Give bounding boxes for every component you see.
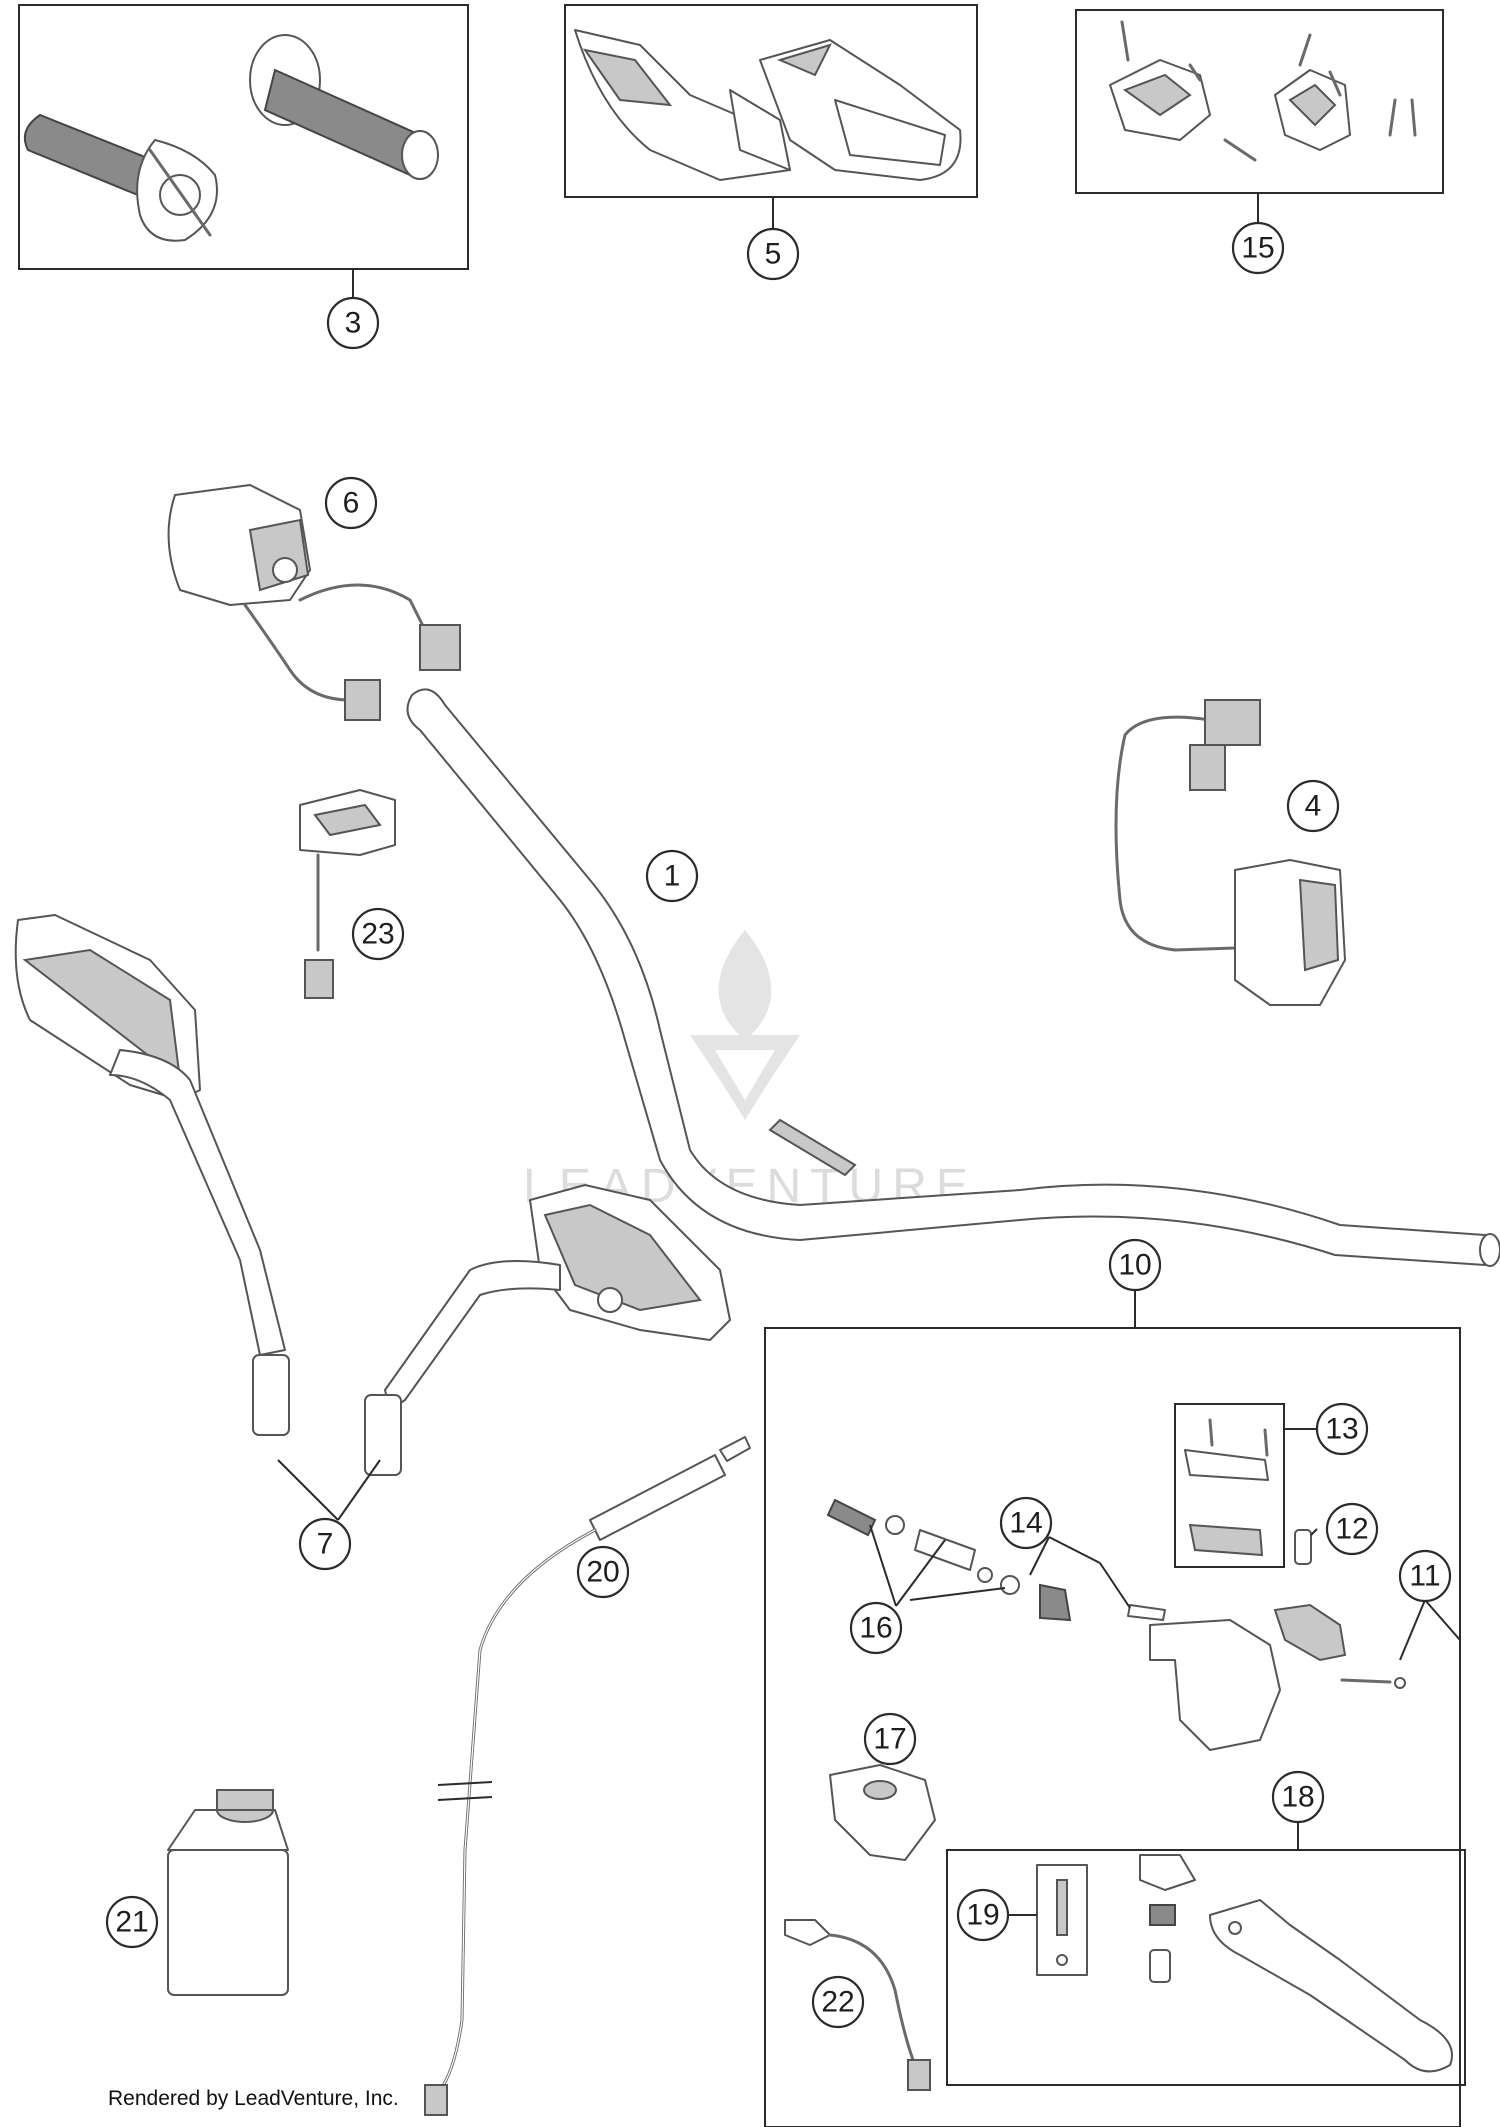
- group-box-brake: [764, 1327, 1466, 2127]
- callout-16: 16: [849, 1601, 903, 1655]
- svg-text:22: 22: [821, 1986, 854, 2019]
- grip-left: [24, 113, 218, 242]
- piston-parts: [826, 1498, 1406, 1751]
- group-box-handguards: [564, 4, 978, 198]
- svg-text:4: 4: [1305, 790, 1322, 823]
- callout-10: 10: [1108, 1238, 1162, 1292]
- cable-20: [424, 1436, 751, 2116]
- watermark: LEADVENTURE: [523, 930, 968, 1213]
- handguard-left: [574, 29, 791, 181]
- svg-text:20: 20: [586, 1556, 619, 1589]
- render-credit: Rendered by LeadVenture, Inc.: [108, 2087, 399, 2110]
- svg-text:14: 14: [1009, 1507, 1042, 1540]
- svg-text:13: 13: [1325, 1413, 1358, 1446]
- callout-12: 12: [1325, 1502, 1379, 1556]
- fluid-bottle: [167, 1789, 289, 1996]
- callout-17: 17: [863, 1712, 917, 1766]
- svg-text:1: 1: [664, 860, 681, 893]
- svg-text:15: 15: [1241, 232, 1274, 265]
- callout-4: 4: [1286, 779, 1340, 833]
- reservoir-cover: [1184, 1418, 1269, 1557]
- group-box-grips: [18, 4, 469, 270]
- callout-13: 13: [1315, 1402, 1369, 1456]
- mirror-right: [364, 1184, 731, 1476]
- svg-text:19: 19: [966, 1899, 999, 1932]
- leader-lines: [277, 193, 1461, 1916]
- svg-text:7: 7: [317, 1528, 334, 1561]
- svg-text:16: 16: [859, 1612, 892, 1645]
- switch-left: [167, 484, 461, 721]
- callout-20: 20: [576, 1545, 630, 1599]
- svg-text:23: 23: [361, 918, 394, 951]
- svg-text:11: 11: [1409, 1560, 1440, 1593]
- mirror-left: [14, 914, 290, 1436]
- callout-15: 15: [1231, 221, 1285, 275]
- svg-text:21: 21: [115, 1906, 148, 1939]
- switch-right: [1114, 699, 1346, 1006]
- svg-text:5: 5: [765, 238, 782, 271]
- grip-right: [249, 34, 439, 180]
- callout-22: 22: [811, 1975, 865, 2029]
- switch-23: [299, 789, 396, 999]
- clamp-parts: [1109, 20, 1417, 162]
- callout-18: 18: [1271, 1770, 1325, 1824]
- lever-parts: [1036, 1854, 1453, 2073]
- callout-5: 5: [746, 227, 800, 281]
- callout-3: 3: [326, 296, 380, 350]
- callout-7: 7: [298, 1517, 352, 1571]
- svg-text:10: 10: [1118, 1249, 1151, 1282]
- callout-1: 1: [645, 849, 699, 903]
- brake-switch-22: [784, 1919, 931, 2091]
- handguard-right: [759, 39, 962, 181]
- svg-text:17: 17: [873, 1723, 906, 1756]
- callout-21: 21: [105, 1895, 159, 1949]
- callout-23: 23: [351, 907, 405, 961]
- svg-text:6: 6: [343, 487, 360, 520]
- clamp-17: [829, 1764, 936, 1861]
- svg-text:18: 18: [1281, 1781, 1314, 1814]
- callout-14: 14: [999, 1496, 1053, 1550]
- callout-11: 11: [1398, 1549, 1452, 1603]
- callout-6: 6: [324, 476, 378, 530]
- group-box-clamps: [1075, 9, 1444, 194]
- handlebar: [406, 688, 1500, 1267]
- svg-text:3: 3: [345, 307, 362, 340]
- callout-19: 19: [956, 1888, 1010, 1942]
- svg-text:12: 12: [1335, 1513, 1368, 1546]
